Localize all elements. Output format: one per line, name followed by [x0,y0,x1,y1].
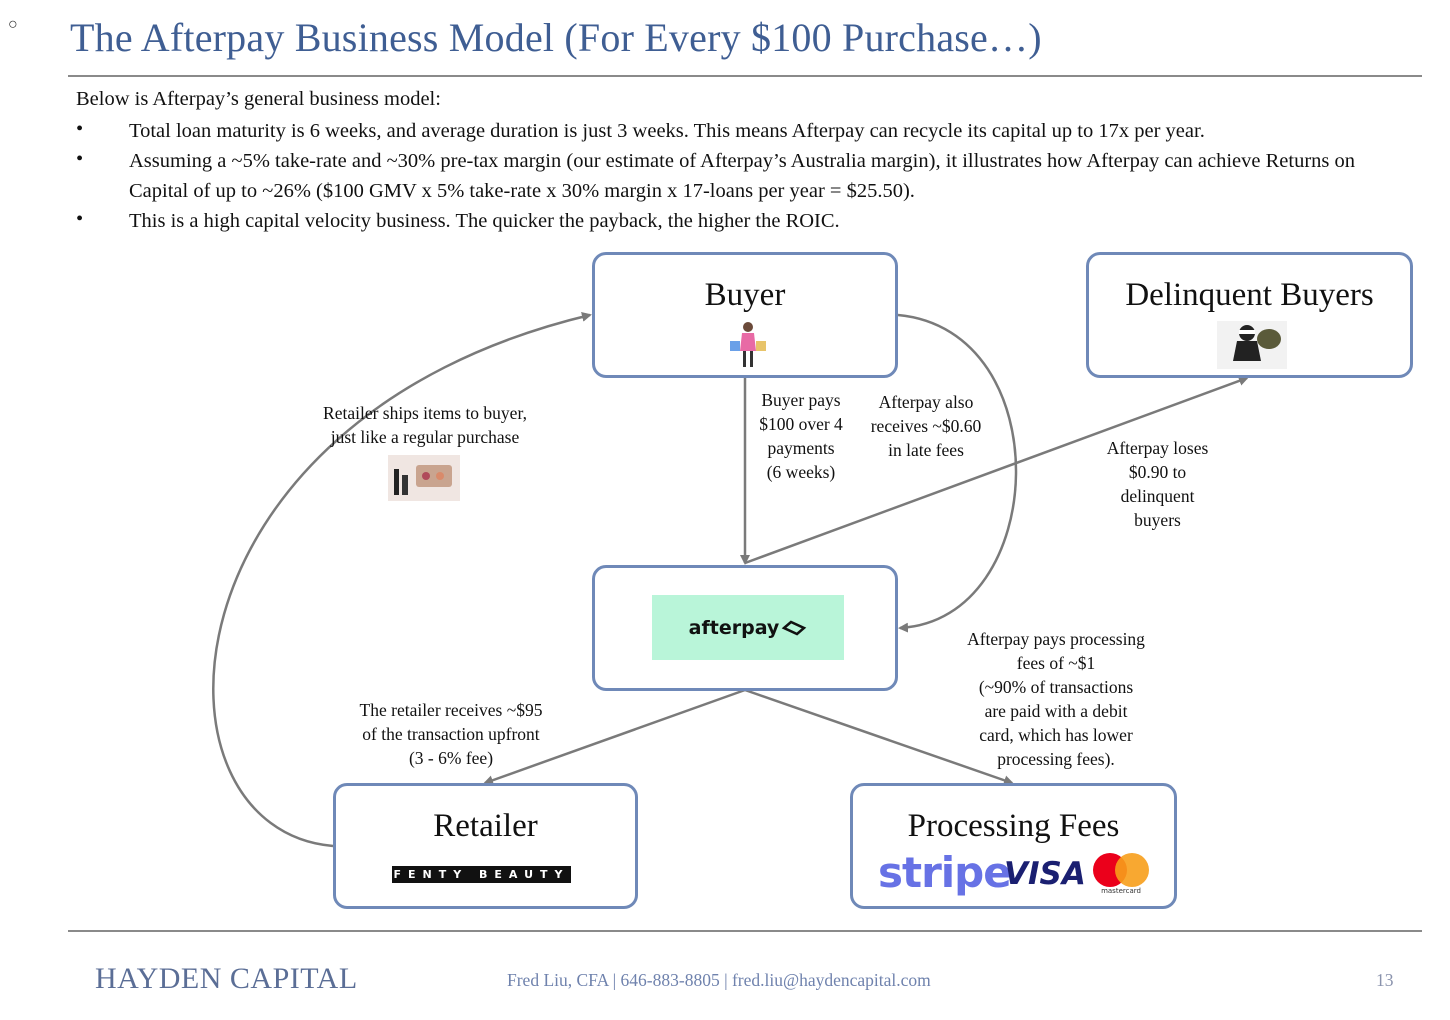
label-line: receives ~$0.60 [870,416,982,436]
bullet-marker: • [76,118,84,140]
label-buyer-pays: Buyer pays $100 over 4 payments (6 weeks… [745,388,857,484]
delinquent-buyers-node: Delinquent Buyers [1086,252,1413,378]
footer-divider [68,930,1422,932]
label-line: Afterpay also [878,392,974,412]
page-title: The Afterpay Business Model (For Every $… [70,15,1042,60]
label-line: fees of ~$1 [1016,653,1096,673]
label-line: Afterpay pays processing [967,629,1145,649]
label-line: Retailer ships items to buyer, [323,403,527,423]
cosmetics-icon [388,455,460,501]
retailer-node: Retailer [333,783,638,909]
label-line: $0.90 to [1128,462,1187,482]
title-divider [68,75,1422,77]
label-line: delinquent [1120,486,1195,506]
label-line: processing fees). [997,749,1115,769]
label-line: in late fees [888,440,964,460]
bullet-marker: • [76,208,84,230]
arrow-afterpay-to-retailer [483,688,746,786]
footer-contact: Fred Liu, CFA | 646-883-8805 | fred.liu@… [507,970,931,990]
bullet-item: This is a high capital velocity business… [129,210,840,232]
label-line: (3 - 6% fee) [408,748,494,768]
afterpay-logo: afterpay [652,595,844,660]
bullet-item: Total loan maturity is 6 weeks, and aver… [129,120,1205,142]
label-processing-fees: Afterpay pays processing fees of ~$1 (~9… [940,627,1172,771]
stripe-logo: stripe [878,848,1012,897]
arrow-afterpay-to-processing [744,688,1014,786]
label-retailer-ships: Retailer ships items to buyer, just like… [290,401,560,449]
delinquent-buyers-title: Delinquent Buyers [1125,277,1374,313]
label-line: Buyer pays [761,390,841,410]
intro-text: Below is Afterpay’s general business mod… [76,88,441,110]
bullet-item: Assuming a ~5% take-rate and ~30% pre-ta… [129,150,1356,202]
visa-logo: VISA [1004,856,1086,892]
buyer-node: Buyer [592,252,898,378]
thief-icon [1217,321,1287,369]
processing-fees-node: Processing Fees [850,783,1177,909]
label-line: (6 weeks) [766,462,836,482]
page-number: 13 [1376,970,1394,990]
retailer-title: Retailer [433,808,538,844]
label-late-fees: Afterpay also receives ~$0.60 in late fe… [858,390,994,462]
afterpay-wordmark: afterpay [688,616,780,639]
footer-company-logo: HAYDEN CAPITAL [95,962,358,995]
fenty-beauty-logo: FENTY BEAUTY [392,866,571,883]
corner-mark: ○ [8,16,18,33]
buyer-title: Buyer [704,277,786,313]
afterpay-arrows-icon [782,620,807,635]
shopper-icon [730,322,766,367]
label-line: Afterpay loses [1106,438,1209,458]
arrow-retailer-to-buyer [212,312,592,848]
processing-fees-title: Processing Fees [907,808,1120,844]
arrow-afterpay-to-delinquent [744,376,1249,565]
label-line: card, which has lower [979,725,1133,745]
label-line: $100 over 4 [759,414,843,434]
label-retailer-receives: The retailer receives ~$95 of the transa… [330,698,572,770]
label-line: buyers [1134,510,1181,530]
label-line: just like a regular purchase [330,427,520,447]
mastercard-icon [1093,853,1149,887]
label-line: The retailer receives ~$95 [359,700,543,720]
label-line: are paid with a debit [984,701,1128,721]
label-delinquent-losses: Afterpay loses $0.90 to delinquent buyer… [1090,436,1225,532]
label-line: payments [767,438,835,458]
arrow-late-fees [897,313,1018,633]
label-line: (~90% of transactions [978,677,1134,697]
bullet-marker: • [76,148,84,170]
mastercard-label: mastercard [1101,887,1141,895]
label-line: of the transaction upfront [362,724,540,744]
